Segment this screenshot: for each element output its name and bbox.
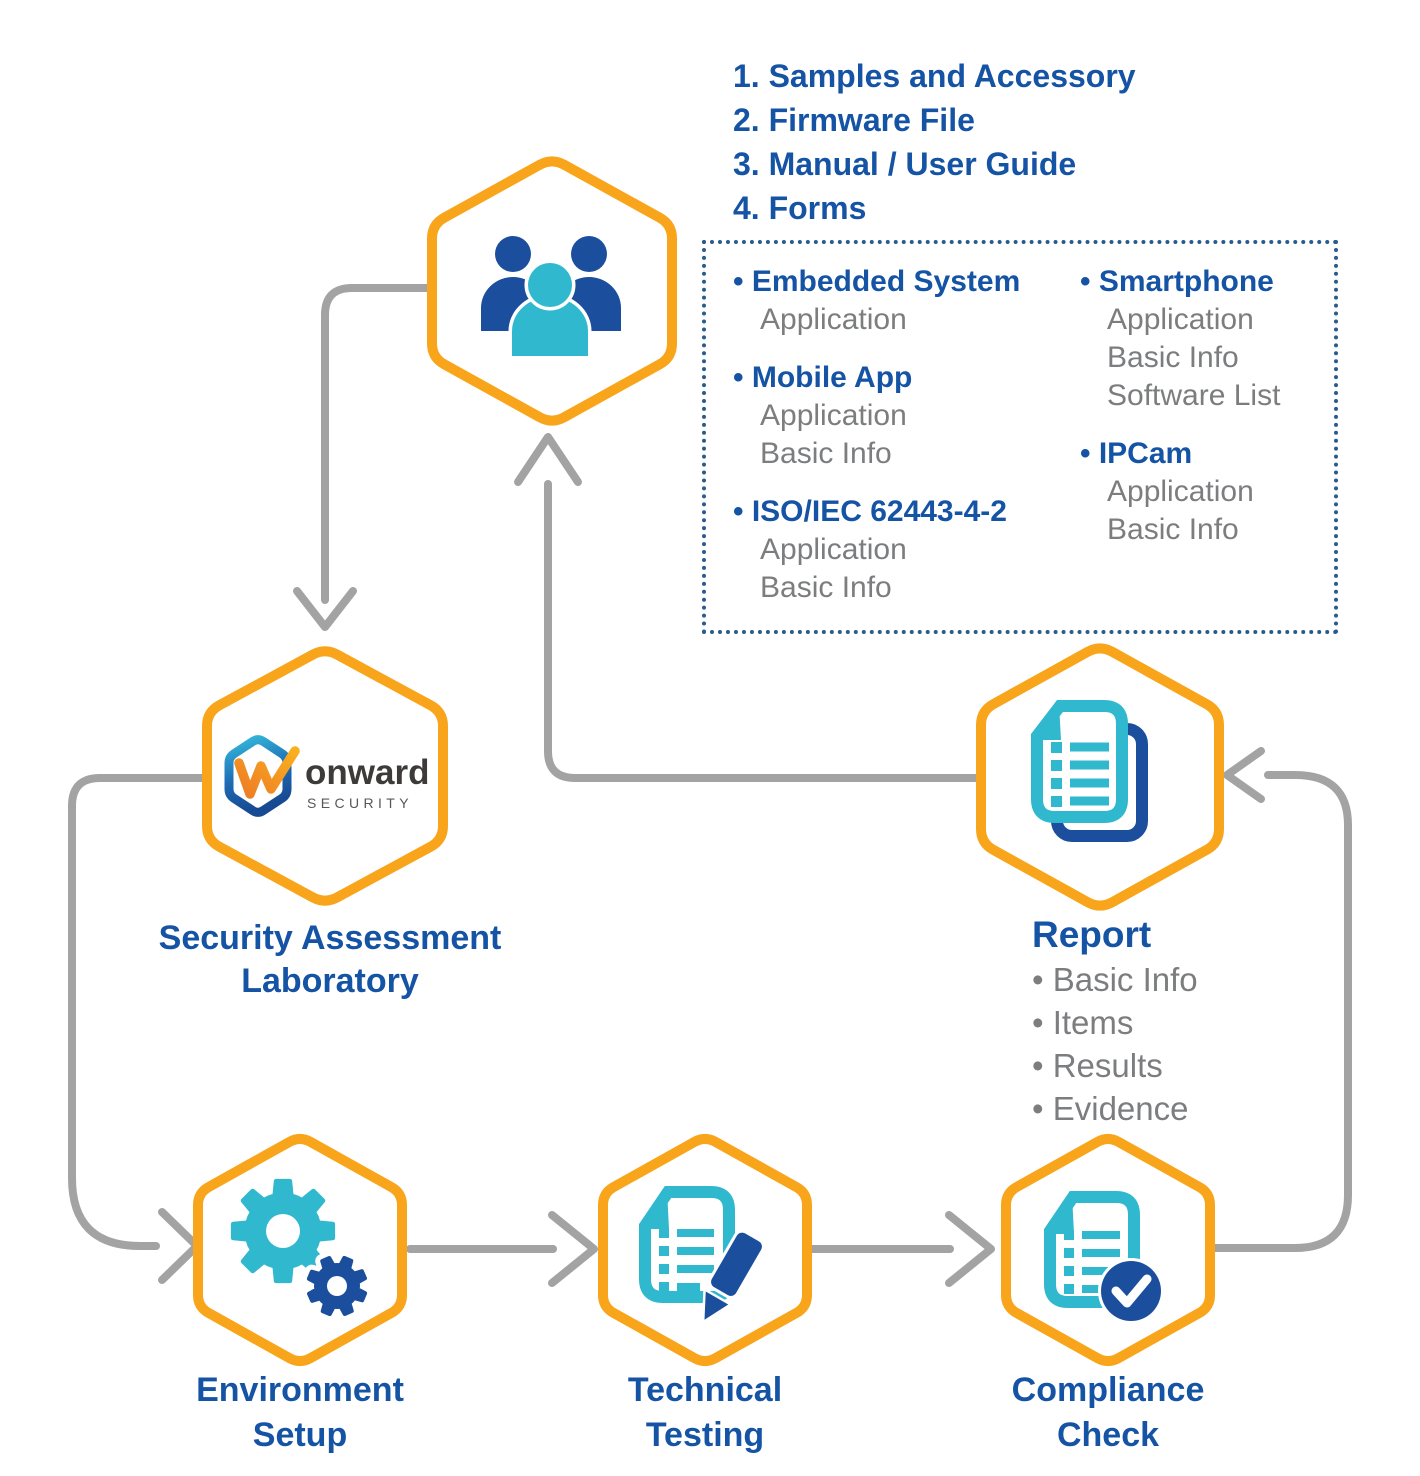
arrow-lab-to-environment	[68, 774, 211, 1284]
scope-item: Application	[1107, 303, 1254, 336]
compliance-label: Compliance Check	[958, 1368, 1258, 1458]
scope-group-title: • IPCam	[1080, 437, 1193, 470]
scope-box: • Embedded System Application • Mobile A…	[702, 240, 1338, 634]
testing-label: Technical Testing	[555, 1368, 855, 1458]
lab-hexagon	[202, 646, 448, 906]
arrow-compliance-to-report	[1209, 747, 1352, 1252]
arrowhead-right-icon	[158, 1208, 201, 1284]
scope-group-title: • Smartphone	[1080, 265, 1274, 298]
scope-item: Application	[1107, 475, 1254, 508]
environment-label-line2: Setup	[252, 1416, 348, 1454]
arrowhead-down-icon	[293, 587, 357, 631]
scope-item: Basic Info	[1107, 513, 1239, 546]
scope-item: Basic Info	[1107, 341, 1239, 374]
arrow-customer-to-lab	[293, 284, 438, 631]
scope-group-title: • ISO/IEC 62443-4-2	[733, 495, 1007, 528]
lab-label-line1: Security Assessment	[158, 919, 502, 957]
report-label-block: Report • Basic Info • Items • Results • …	[1032, 912, 1198, 1130]
compliance-label-line2: Check	[1056, 1416, 1160, 1454]
pencil-icon	[701, 1229, 765, 1325]
logo-w-icon	[234, 746, 300, 799]
people-icon	[481, 233, 621, 360]
lab-label-line2: Laboratory	[241, 962, 419, 1000]
scope-right-column: • Smartphone Application Basic Info Soft…	[1080, 263, 1280, 549]
onward-logo: onward SECURITY	[224, 735, 429, 817]
deliverables-list: 1. Samples and Accessory 2. Firmware Fil…	[733, 54, 1136, 230]
arrowhead-up-icon	[514, 433, 582, 486]
document-list-lines	[1051, 742, 1062, 807]
document-check-icon	[1044, 1191, 1164, 1324]
testing-label-line2: Testing	[645, 1416, 765, 1454]
arrow-report-to-customer	[514, 433, 984, 782]
report-item: • Results	[1032, 1047, 1163, 1084]
deliverable-line: 2. Firmware File	[733, 102, 975, 138]
environment-label-line1: Environment	[196, 1371, 404, 1409]
report-item: • Basic Info	[1032, 961, 1198, 998]
arrow-environment-to-testing	[406, 1211, 598, 1287]
report-title: Report	[1032, 914, 1152, 955]
scope-group-title: • Embedded System	[733, 265, 1021, 298]
arrowhead-left-icon	[1223, 747, 1265, 803]
testing-label-line1: Technical	[627, 1371, 783, 1409]
logo-subtitle: SECURITY	[307, 795, 413, 811]
scope-item: Basic Info	[760, 571, 892, 604]
logo-wordmark: onward	[305, 753, 429, 792]
environment-label: Environment Setup	[150, 1368, 450, 1458]
scope-group-title: • Mobile App	[733, 361, 913, 394]
deliverable-line: 1. Samples and Accessory	[733, 58, 1136, 94]
compliance-label-line1: Compliance	[1011, 1371, 1205, 1409]
scope-item: Basic Info	[760, 437, 892, 470]
scope-item: Application	[760, 399, 907, 432]
gears-icon	[230, 1178, 373, 1322]
document-pencil-icon	[639, 1186, 765, 1325]
arrowhead-right-icon	[945, 1211, 995, 1287]
scope-item: Application	[760, 303, 907, 336]
deliverable-line: 3. Manual / User Guide	[733, 146, 1077, 182]
scope-item: Application	[760, 533, 907, 566]
arrow-testing-to-compliance	[803, 1211, 995, 1287]
report-item: • Items	[1032, 1004, 1134, 1041]
arrowhead-right-icon	[548, 1211, 598, 1287]
scope-left-column: • Embedded System Application • Mobile A…	[733, 263, 1020, 607]
deliverable-line: 4. Forms	[733, 190, 867, 226]
documents-icon	[1031, 700, 1148, 842]
check-circle-icon	[1098, 1258, 1164, 1324]
scope-item: Software List	[1107, 379, 1281, 412]
report-item: • Evidence	[1032, 1090, 1189, 1127]
lab-label: Security Assessment Laboratory	[125, 917, 535, 1003]
checkmark-icon	[1111, 1274, 1152, 1308]
